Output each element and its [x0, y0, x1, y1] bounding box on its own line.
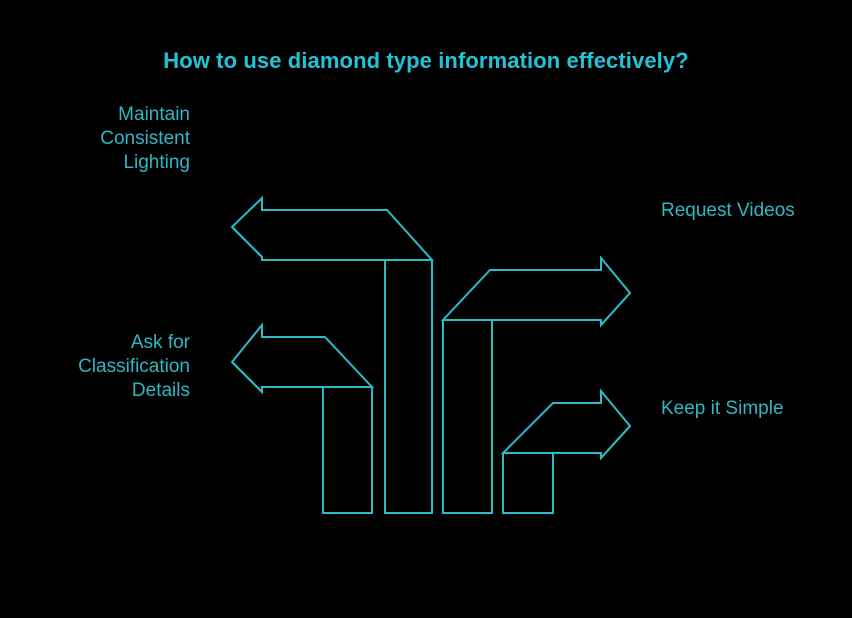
arrow-bottom-right-head-lower — [600, 425, 631, 459]
label-keep-it-simple: Keep it Simple — [661, 398, 784, 419]
arrow-top-right — [440, 255, 632, 514]
arrow-bottom-left-tip-edge — [231, 361, 263, 393]
label-ask-for-classification-details: Ask for Classification Details — [78, 332, 190, 401]
arrow-top-right-top-face — [440, 255, 632, 328]
arrow-top-right-column — [442, 321, 493, 514]
arrow-top-left — [230, 195, 435, 514]
arrow-bottom-right-column — [502, 454, 554, 514]
arrow-bottom-left — [230, 322, 375, 514]
arrow-bottom-left-column — [322, 388, 373, 514]
label-maintain-consistent-lighting: Maintain Consistent Lighting — [100, 104, 190, 173]
arrow-top-left-tip-edge — [231, 226, 263, 258]
label-request-videos: Request Videos — [661, 200, 795, 221]
arrow-top-right-head-lower — [600, 292, 631, 326]
arrow-top-left-column — [384, 261, 433, 514]
arrow-top-left-top-face — [230, 195, 435, 261]
arrow-bottom-right — [500, 388, 632, 514]
page-title: How to use diamond type information effe… — [163, 48, 689, 73]
